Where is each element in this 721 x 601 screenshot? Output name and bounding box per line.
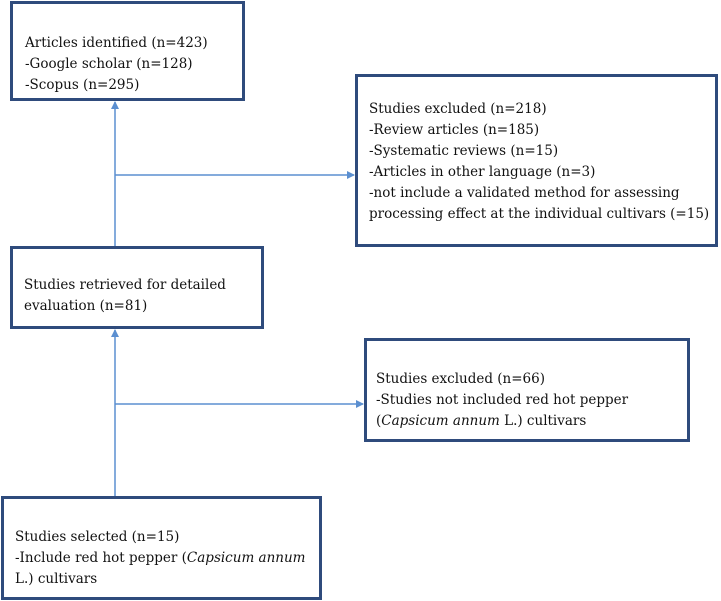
excluded-first-line-6: processing effect at the individual cult… — [369, 206, 710, 222]
box-studies-retrieved: Studies retrieved for detailed evaluatio… — [10, 246, 264, 329]
excluded-second-species-name: Capsicum annum — [381, 413, 500, 429]
box-studies-excluded-first: Studies excluded (n=218) -Review article… — [355, 74, 718, 247]
box-studies-excluded-second: Studies excluded (n=66) -Studies not inc… — [364, 338, 690, 442]
retrieved-line-1: Studies retrieved for detailed — [24, 277, 226, 293]
excluded-first-line-5: -not include a validated method for asse… — [369, 185, 680, 201]
excluded-second-line-2: -Studies not included red hot pepper — [376, 392, 629, 408]
excluded-second-line-1: Studies excluded (n=66) — [376, 371, 545, 387]
selected-species-name: Capsicum annum — [186, 550, 306, 566]
excluded-first-line-1: Studies excluded (n=218) — [369, 101, 547, 117]
excluded-first-line-4: -Articles in other language (n=3) — [369, 164, 596, 180]
box-studies-selected: Studies selected (n=15) -Include red hot… — [1, 496, 322, 600]
retrieved-line-2: evaluation (n=81) — [24, 298, 148, 314]
identified-line-2: -Google scholar (n=128) — [25, 56, 193, 72]
excluded-second-line-3-post: L.) cultivars — [499, 413, 587, 429]
selected-line-1: Studies selected (n=15) — [15, 529, 180, 545]
selected-line-2-pre: -Include red hot pepper ( — [15, 550, 187, 566]
identified-line-1: Articles identified (n=423) — [25, 35, 208, 51]
excluded-second-line-3-pre: ( — [376, 413, 382, 429]
excluded-second-line-3: (Capsicum annum L.) cultivars — [376, 411, 687, 432]
identified-line-3: -Scopus (n=295) — [25, 77, 140, 93]
selected-line-3: L.) cultivars — [15, 571, 98, 587]
selected-line-2: -Include red hot pepper (Capsicum annum — [15, 548, 319, 569]
box-articles-identified: Articles identified (n=423) -Google scho… — [10, 1, 245, 101]
excluded-first-line-3: -Systematic reviews (n=15) — [369, 143, 559, 159]
excluded-first-line-2: -Review articles (n=185) — [369, 122, 540, 138]
